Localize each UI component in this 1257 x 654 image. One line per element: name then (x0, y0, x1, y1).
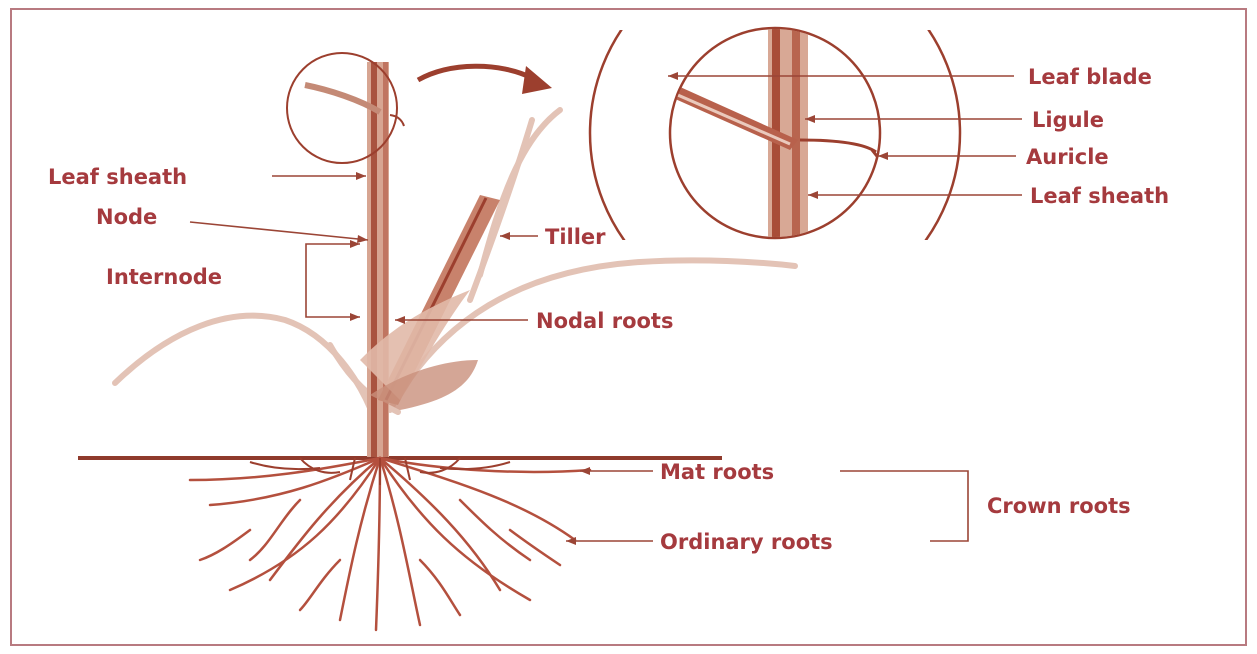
label-crown-roots: Crown roots (987, 496, 1131, 517)
label-leaf-sheath: Leaf sheath (48, 167, 187, 188)
root-system (190, 458, 590, 630)
label-nodal-roots: Nodal roots (536, 311, 673, 332)
label-internode: Internode (106, 267, 222, 288)
mat-roots (250, 458, 510, 485)
label-mat-roots: Mat roots (660, 462, 774, 483)
label-inset-ligule: Ligule (1032, 110, 1104, 131)
label-inset-leaf-blade: Leaf blade (1028, 67, 1152, 88)
curved-arrow-icon (418, 66, 552, 94)
label-tiller: Tiller (545, 227, 606, 248)
label-node: Node (96, 207, 157, 228)
label-ordinary-roots: Ordinary roots (660, 532, 833, 553)
label-inset-auricle: Auricle (1026, 147, 1109, 168)
label-inset-leaf-sheath: Leaf sheath (1030, 186, 1169, 207)
